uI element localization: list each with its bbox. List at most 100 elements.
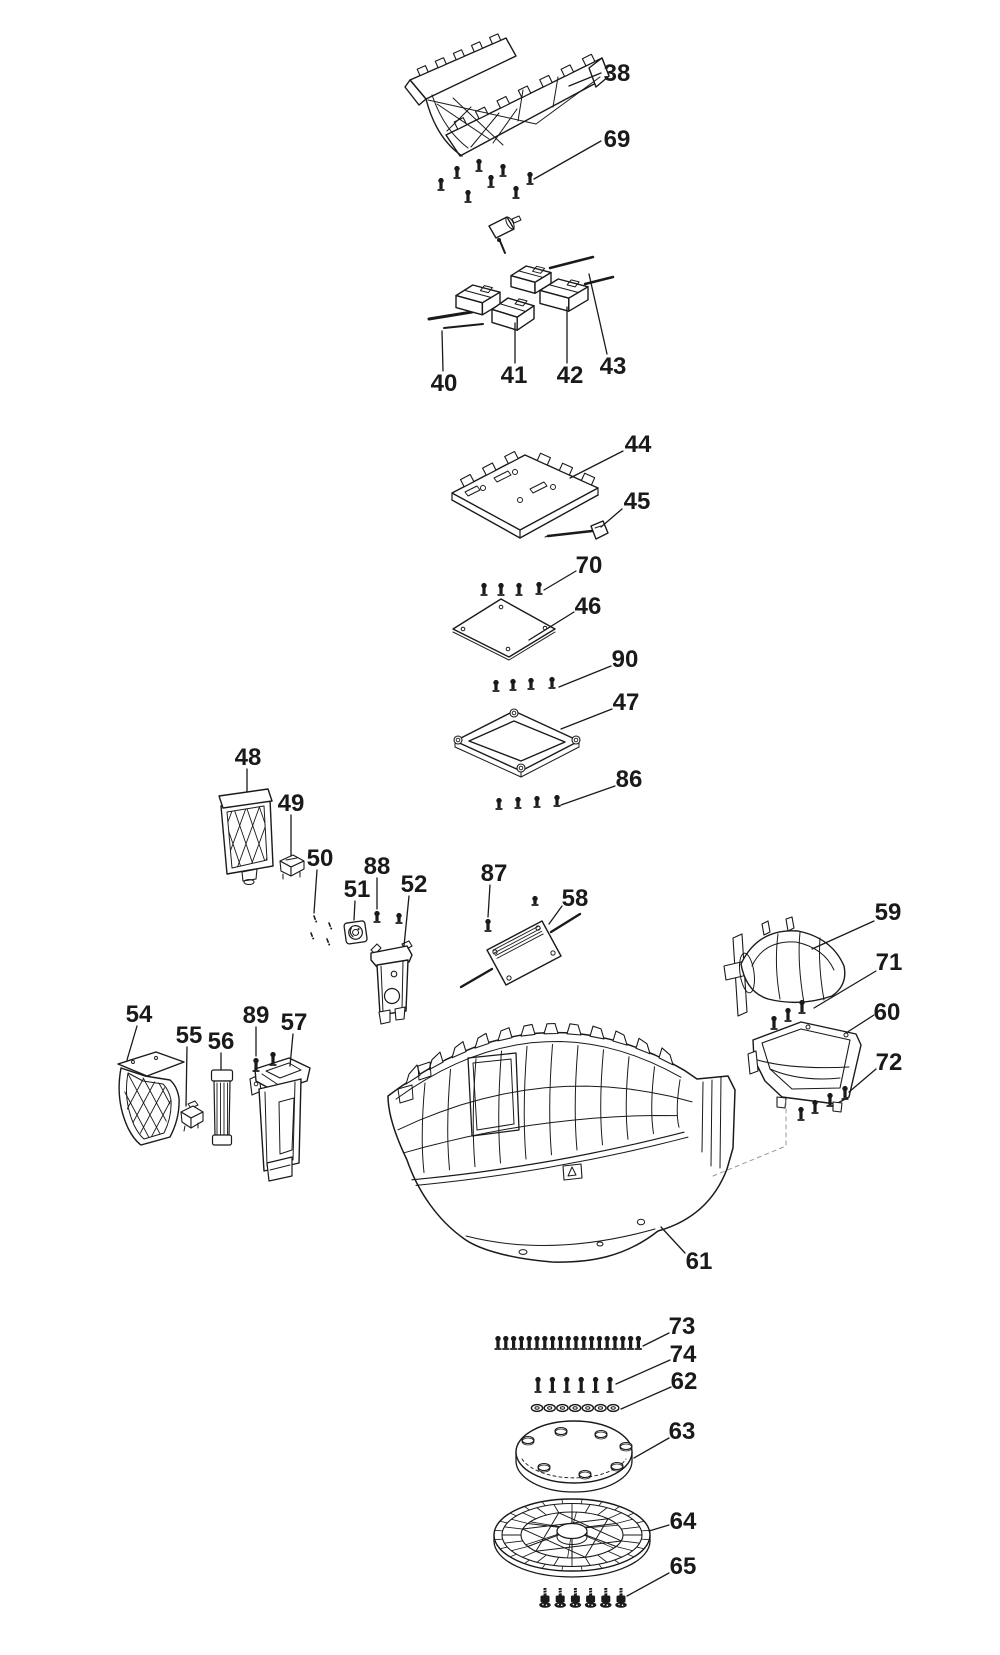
callout-87: 87 <box>481 860 508 918</box>
callout-62: 62 <box>620 1368 697 1410</box>
part-label-46: 46 <box>575 593 602 620</box>
part-clip-55 <box>180 1100 204 1132</box>
part-label-38: 38 <box>604 60 631 87</box>
part-label-63: 63 <box>669 1418 696 1445</box>
callout-69: 69 <box>533 126 631 180</box>
callout-48: 48 <box>235 744 261 793</box>
callout-86: 86 <box>560 766 643 806</box>
callout-88: 88 <box>364 853 391 910</box>
callout-64: 64 <box>648 1508 697 1535</box>
callout-63: 63 <box>633 1418 696 1459</box>
callout-41: 41 <box>501 322 528 389</box>
fastener-screw-row-72 <box>797 1085 849 1121</box>
fastener-screw-row-71 <box>770 999 806 1030</box>
callout-73: 73 <box>642 1313 696 1347</box>
part-small-motor <box>488 215 522 254</box>
part-label-59: 59 <box>875 899 902 926</box>
part-label-54: 54 <box>126 1001 153 1028</box>
part-label-72: 72 <box>876 1049 903 1076</box>
part-grille-54 <box>117 1051 185 1146</box>
callout-74: 74 <box>615 1341 697 1385</box>
callout-65: 65 <box>626 1553 696 1597</box>
fastener-screw-row-90 <box>492 676 556 692</box>
fastener-screw-89 <box>252 1057 260 1072</box>
part-label-90: 90 <box>612 646 639 673</box>
part-label-69: 69 <box>604 126 631 153</box>
part-label-41: 41 <box>501 362 528 389</box>
fastener-screw-58 <box>531 895 539 906</box>
part-lattice-grille-48 <box>218 788 274 885</box>
part-bracket-42b <box>539 278 589 312</box>
part-label-57: 57 <box>281 1009 308 1036</box>
callout-71: 71 <box>813 949 903 1009</box>
part-label-64: 64 <box>670 1508 697 1535</box>
part-pin-45 <box>544 520 609 540</box>
fastener-screw-row-73 <box>494 1335 643 1350</box>
part-label-60: 60 <box>874 999 901 1026</box>
part-label-71: 71 <box>876 949 903 976</box>
part-alignment-link <box>712 1097 787 1177</box>
callout-44: 44 <box>569 431 652 479</box>
fastener-screw-row-70 <box>480 581 543 596</box>
fastener-screw-57 <box>269 1051 277 1066</box>
part-label-73: 73 <box>669 1313 696 1340</box>
callout-89: 89 <box>243 1002 269 1057</box>
part-bracket-57 <box>249 1057 311 1182</box>
part-clip-49 <box>279 854 305 880</box>
part-module-58 <box>459 912 582 989</box>
part-label-55: 55 <box>176 1022 203 1049</box>
callout-60: 60 <box>845 999 901 1034</box>
part-wheel-64 <box>493 1498 651 1578</box>
fastener-screw-87 <box>484 918 492 932</box>
part-label-49: 49 <box>278 790 305 817</box>
part-label-87: 87 <box>481 860 508 887</box>
fastener-screw-88 <box>373 910 381 923</box>
callout-50: 50 <box>307 845 334 914</box>
part-label-47: 47 <box>613 689 640 716</box>
part-label-58: 58 <box>562 885 589 912</box>
part-label-70: 70 <box>576 552 603 579</box>
part-upper-housing-38 <box>404 33 610 157</box>
part-label-86: 86 <box>616 766 643 793</box>
part-bracket-41b <box>491 297 535 331</box>
part-label-51: 51 <box>344 876 371 903</box>
part-label-42: 42 <box>557 362 584 389</box>
part-plate-46 <box>452 598 556 661</box>
callout-42: 42 <box>557 306 584 389</box>
part-base-disc-63 <box>515 1420 633 1493</box>
part-tray-60 <box>747 1021 862 1113</box>
fastener-screw-row-86 <box>495 794 561 810</box>
fastener-screw-row-65 <box>539 1588 627 1608</box>
fastener-screw-set-69 <box>437 158 534 203</box>
callout-72: 72 <box>848 1049 903 1093</box>
part-label-52: 52 <box>401 871 428 898</box>
part-label-74: 74 <box>670 1341 697 1368</box>
part-lower-shell-61 <box>387 1022 736 1263</box>
callout-46: 46 <box>528 593 602 641</box>
part-button-51 <box>343 920 368 945</box>
callout-38: 38 <box>568 60 631 87</box>
callout-52: 52 <box>401 871 428 947</box>
part-label-50: 50 <box>307 845 334 872</box>
fastener-screw-row-74 <box>534 1376 614 1393</box>
callout-40: 40 <box>431 330 457 397</box>
callout-43: 43 <box>588 273 626 380</box>
part-duct-59 <box>723 916 846 1017</box>
callout-70: 70 <box>543 552 603 591</box>
part-bracket-41a <box>455 284 501 316</box>
part-rod-40b <box>443 323 484 329</box>
part-rod-43a <box>548 255 595 270</box>
callout-54: 54 <box>126 1001 153 1061</box>
callout-57: 57 <box>281 1009 308 1067</box>
callout-55: 55 <box>176 1022 203 1107</box>
callout-58: 58 <box>548 885 589 925</box>
part-label-56: 56 <box>208 1028 235 1055</box>
fastener-washer-row-62 <box>530 1403 620 1413</box>
fastener-micro-screws-50 <box>310 915 333 946</box>
part-rod-40a <box>427 310 474 321</box>
part-label-88: 88 <box>364 853 391 880</box>
part-bracket-42a <box>510 265 552 294</box>
callout-45: 45 <box>600 488 650 528</box>
